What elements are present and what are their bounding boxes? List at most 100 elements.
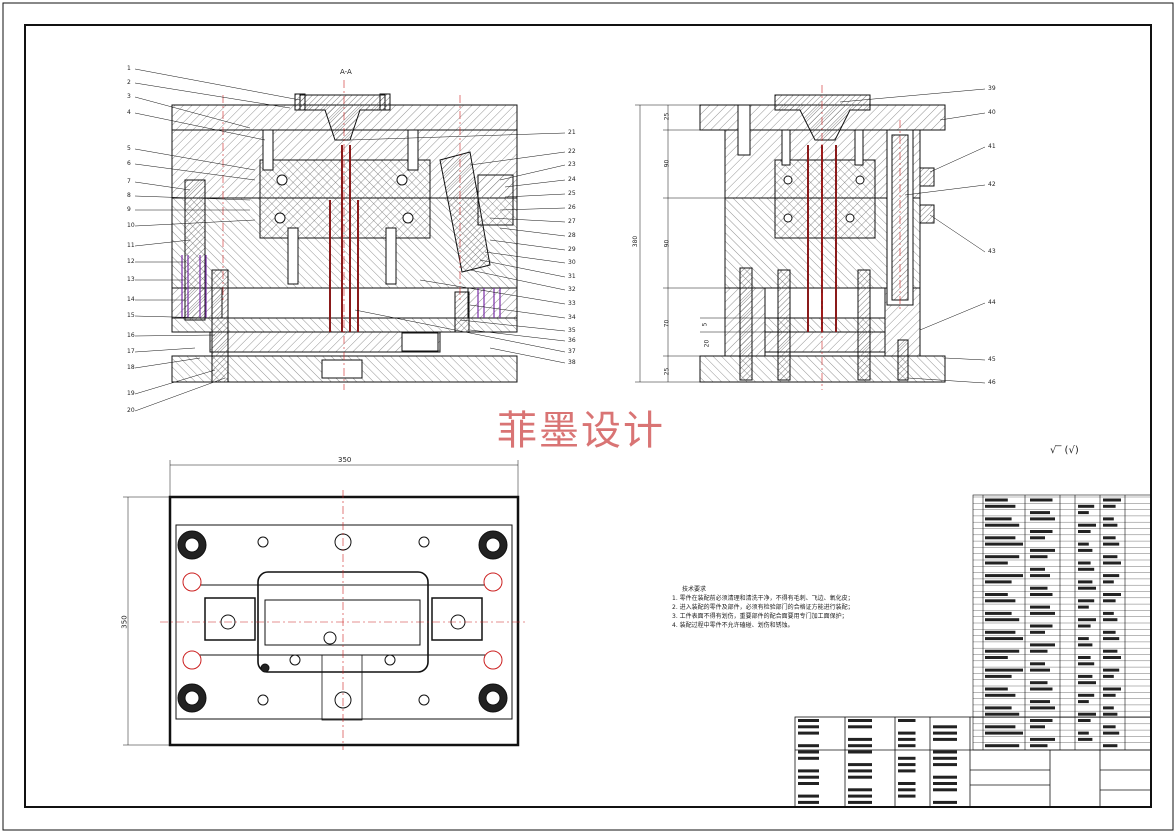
parts-list-cell — [1078, 599, 1095, 603]
plan-width-dim: 350 — [338, 456, 352, 464]
parts-list-cell — [1030, 586, 1048, 590]
title-block-cell — [798, 769, 819, 773]
parts-list-cell — [1078, 548, 1093, 552]
part-number-label: 45 — [988, 356, 996, 363]
plan-guide-bushings — [177, 530, 508, 713]
parts-list-cell — [985, 725, 1016, 729]
title-block-cell — [798, 750, 819, 754]
title-block-cell — [798, 800, 819, 804]
parts-list-cell — [1030, 555, 1048, 559]
parts-list-cell — [985, 712, 1020, 716]
parts-list-cell — [1030, 536, 1045, 540]
parts-list-cell — [1078, 662, 1095, 666]
parts-list-cell — [1103, 599, 1116, 603]
side-dimension-value: 20 — [703, 339, 711, 348]
parts-list-cell — [1078, 624, 1091, 628]
parts-list-cell — [1103, 574, 1120, 578]
title-block-cell — [898, 737, 916, 741]
part-number-label: 12 — [127, 258, 135, 265]
parts-list-cell — [985, 555, 1020, 559]
parts-list-cell — [1103, 656, 1121, 659]
part-number-label: 38 — [568, 359, 576, 366]
side-dimension-value: 5 — [701, 322, 709, 327]
title-block-cell — [798, 794, 819, 798]
parts-list-cell — [1030, 706, 1055, 710]
part-number-label: 14 — [127, 296, 135, 303]
technical-requirements: 技术要求 1. 零件在装配前必须清理和清洗干净，不得有毛刺、飞边、氧化皮； 2.… — [672, 585, 854, 630]
title-block-cell — [848, 775, 872, 779]
part-number-label: 27 — [568, 218, 576, 225]
title-block-cell — [898, 794, 916, 798]
parts-list-cell — [985, 731, 1023, 735]
parts-list-cell — [1078, 504, 1095, 508]
title-block-cell — [848, 719, 872, 722]
inner-border — [24, 24, 1152, 808]
parts-list-cell — [1103, 618, 1118, 622]
part-number-label: 39 — [988, 85, 996, 92]
part-number-label: 22 — [568, 148, 576, 155]
parts-list-cell — [1030, 611, 1055, 615]
parts-list-cell — [985, 668, 1023, 672]
parts-list-cell — [985, 542, 1023, 546]
title-block-cell — [898, 756, 916, 760]
leader-lines-left — [134, 68, 301, 412]
part-number-label: 46 — [988, 379, 996, 386]
title-block-cell — [933, 800, 957, 804]
title-block-cell — [898, 719, 916, 722]
part-number-label: 34 — [568, 314, 576, 321]
parts-list-cell — [1078, 637, 1089, 641]
parts-list-cell — [1030, 498, 1053, 502]
part-number-label: 42 — [988, 181, 996, 188]
part-number-label: 10 — [127, 222, 135, 229]
part-number-label: 6 — [127, 160, 131, 167]
parts-list-cell — [1030, 681, 1048, 685]
title-block-cell — [933, 731, 957, 735]
parts-list-cell — [985, 649, 1020, 653]
title-block-cell — [933, 750, 957, 754]
parts-list-cell — [985, 618, 1020, 622]
parts-list-cell — [1078, 618, 1096, 622]
parts-list-cell — [1103, 555, 1118, 559]
note-item: 2. 进入装配的零件及部件，必须有检验部门的合格证方能进行装配； — [672, 604, 854, 611]
parts-list-cell — [1078, 656, 1091, 659]
title-block-cell — [848, 750, 872, 754]
parts-list-cell — [985, 611, 1012, 615]
parts-list-cell — [1103, 611, 1114, 615]
leader-lines-right — [839, 88, 986, 384]
parts-list-cell — [1078, 719, 1091, 722]
parts-list-cell — [1078, 681, 1096, 685]
part-number-label: 33 — [568, 300, 576, 307]
parts-list-cell — [1030, 700, 1050, 704]
parts-list-cell — [985, 637, 1023, 641]
part-number-label: 44 — [988, 299, 996, 306]
title-block-cell — [848, 725, 872, 729]
parts-list-cell — [1103, 498, 1121, 502]
title-block-cell — [798, 731, 819, 735]
parts-list-cell — [1103, 593, 1121, 596]
part-number-label: 19 — [127, 390, 135, 397]
parts-list-cell — [1103, 630, 1116, 634]
parts-list-cell — [1030, 649, 1048, 653]
parts-list-cell — [1030, 719, 1053, 722]
front-section-view — [171, 93, 518, 383]
title-block-cell — [848, 737, 872, 741]
title-block-cell — [848, 763, 872, 767]
part-number-label: 4 — [127, 109, 131, 116]
title-block-cell — [898, 788, 916, 792]
parts-list-cell — [985, 693, 1016, 697]
part-number-label: 36 — [568, 337, 576, 344]
parts-list-cell — [1078, 643, 1093, 647]
parts-list-cell — [1030, 687, 1053, 691]
title-block-cell — [798, 782, 819, 785]
parts-list-cell — [985, 630, 1016, 634]
part-number-label: 1 — [127, 65, 131, 72]
parts-list-cell — [1103, 712, 1118, 716]
parts-list-cell — [1030, 737, 1055, 741]
part-number-label: 17 — [127, 348, 135, 355]
title-block-cell — [848, 800, 872, 804]
title-block-cell — [933, 775, 957, 779]
title-block-cell — [933, 737, 957, 741]
parts-list-cell — [985, 593, 1008, 596]
parts-list-cell — [985, 674, 1012, 678]
part-number-label: 31 — [568, 273, 576, 280]
